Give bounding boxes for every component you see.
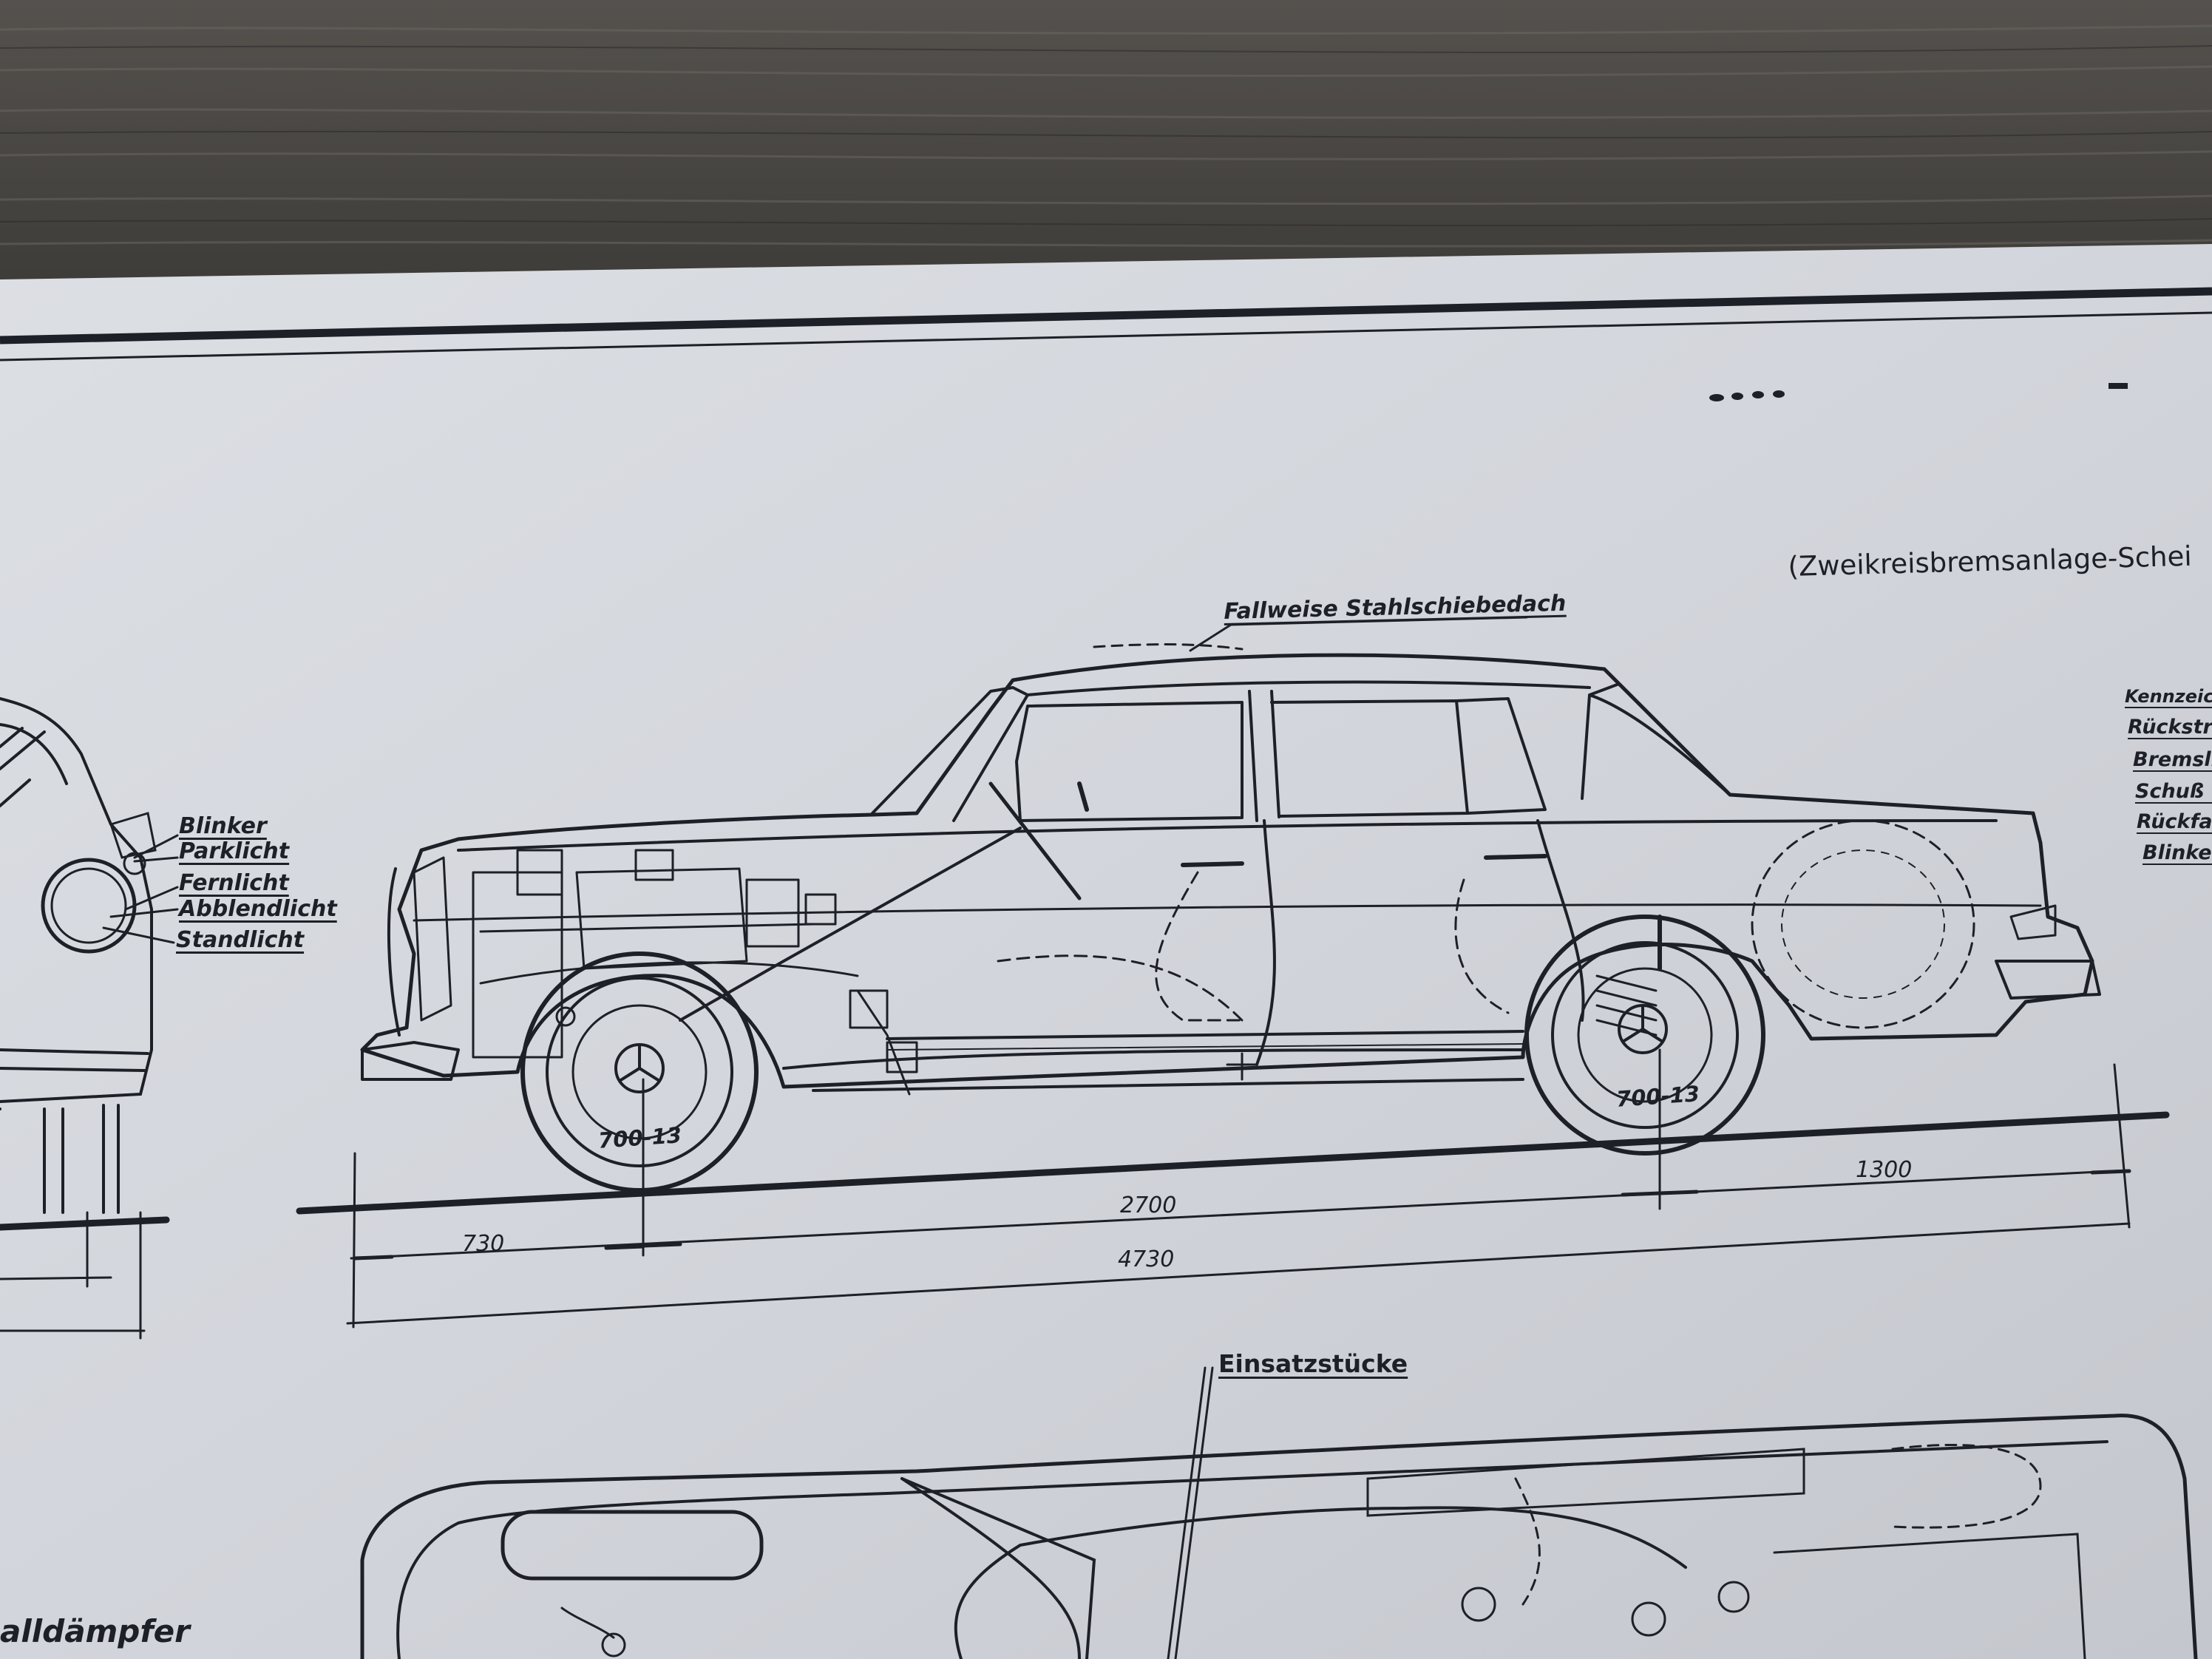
legend-bremslicht: Bremsli	[2133, 748, 2212, 771]
legend-kennzeichen: Kennzeic	[2125, 686, 2212, 707]
car-top-view	[360, 1366, 2198, 1659]
label-parklicht: Parklicht	[179, 838, 290, 864]
car-front-view	[0, 697, 179, 1340]
ink-marks	[1709, 383, 2128, 401]
muffler-label-fragment: alldämpfer	[0, 1613, 190, 1649]
label-blinker: Blinker	[179, 813, 267, 839]
dim-front-overhang: 730	[462, 1231, 505, 1257]
legend-rueckfahr: Rückfah	[2137, 810, 2212, 833]
label-abblendlicht: Abblendlicht	[179, 896, 337, 922]
label-standlicht: Standlicht	[176, 927, 305, 953]
border-rules	[0, 287, 2212, 362]
rear-wheel	[1524, 915, 1765, 1156]
dimension-lines	[296, 1048, 2170, 1329]
dim-wheelbase: 2700	[1120, 1192, 1177, 1218]
inserts-label: Einsatzstücke	[1218, 1349, 1408, 1378]
legend-blinker: Blinker	[2143, 841, 2212, 864]
dim-overall-length: 4730	[1118, 1246, 1175, 1272]
car-side-view	[360, 616, 2101, 1192]
paper-sheet	[0, 244, 2212, 1659]
dim-rear-overhang: 1300	[1856, 1157, 1913, 1183]
wood-table	[0, 0, 2212, 311]
label-fernlicht: Fernlicht	[179, 870, 289, 896]
legend-schuss: Schuß u	[2135, 780, 2212, 803]
legend-rueckstrahler: Rückstra	[2128, 716, 2212, 739]
